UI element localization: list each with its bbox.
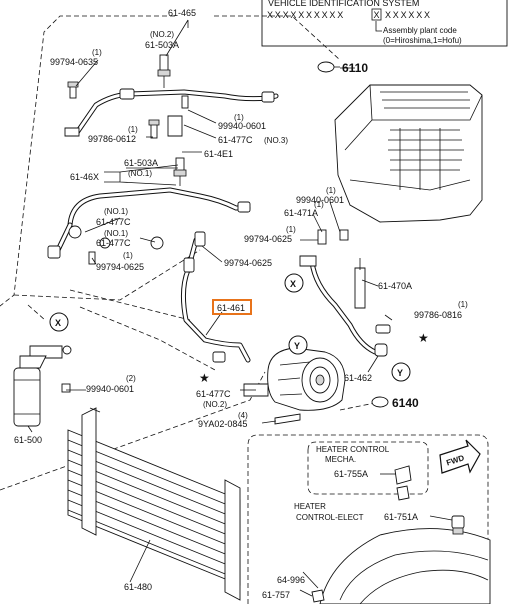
label-61-4e1: 61-4E1 xyxy=(204,149,233,159)
hose-61-465 xyxy=(64,88,279,137)
label-61-462: 61-462 xyxy=(344,373,372,383)
label-61-751a: 61-751A xyxy=(384,512,418,522)
label-61-480: 61-480 xyxy=(124,582,152,592)
hose-61-461 xyxy=(180,231,251,363)
label-99794-0625: 99794-0625 xyxy=(244,234,292,244)
marker-x-circle-right xyxy=(284,273,304,293)
label-61-46x: 61-46X xyxy=(70,172,99,182)
marker-y-circle-right xyxy=(391,362,411,382)
label-61-477c: 61-477C xyxy=(196,389,231,399)
label-9ya02-0845: 9YA02-0845 xyxy=(198,419,247,429)
vin-info-box: VEHICLE IDENTIFICATION SYSTEM XXXXXXXXXX… xyxy=(261,0,508,47)
marker-y-compressor: Y xyxy=(294,341,300,351)
marker-x-left: X xyxy=(55,318,61,328)
label-61-500: 61-500 xyxy=(14,435,42,445)
vin-plant-digit-box xyxy=(371,8,382,21)
marker-y-right: Y xyxy=(397,368,403,378)
label-heater-control: HEATER CONTROL xyxy=(316,445,390,454)
marker-x-circle xyxy=(49,312,69,332)
vin-pattern-right: XXXXXX xyxy=(385,10,432,20)
label-no1: (NO.1) xyxy=(104,207,128,216)
label-61-755a: 61-755A xyxy=(334,469,368,479)
label-61-470a: 61-470A xyxy=(378,281,412,291)
vin-pattern-box: X xyxy=(374,10,380,20)
label-61-477c: 61-477C xyxy=(96,217,131,227)
part-labels: 61-465 (NO.2) 61-503A (1) 99794-0635 (1)… xyxy=(14,8,468,600)
label-control-elect: CONTROL-ELECT xyxy=(296,513,364,522)
label-no1: (NO.1) xyxy=(128,169,152,178)
label-61-503a: 61-503A xyxy=(145,40,179,50)
receiver-drier-61-500 xyxy=(13,345,72,427)
leader-lines xyxy=(27,19,453,597)
label-61-757: 61-757 xyxy=(262,590,290,600)
label-qty: (2) xyxy=(126,374,136,383)
label-64-996: 64-996 xyxy=(277,575,305,585)
label-61-477c: 61-477C xyxy=(218,135,253,145)
marker-y-circle-compressor xyxy=(288,335,308,355)
label-mecha: MECHA. xyxy=(325,455,356,464)
dashboard-heater-control xyxy=(302,465,491,604)
plant-code-label: Assembly plant code xyxy=(383,26,457,35)
fwd-arrow-icon: FWD xyxy=(439,439,481,474)
label-qty: (1) xyxy=(286,225,296,234)
label-qty: (1) xyxy=(458,300,468,309)
label-99794-0635: 99794-0635 xyxy=(50,57,98,67)
label-6140: 6140 xyxy=(392,396,419,410)
plant-code-leader xyxy=(375,21,382,32)
label-no1: (NO.1) xyxy=(104,229,128,238)
condenser-61-480 xyxy=(67,407,241,601)
label-99794-0625: 99794-0625 xyxy=(96,262,144,272)
label-99940-0601: 99940-0601 xyxy=(218,121,266,131)
highlight-box xyxy=(212,299,252,315)
fittings-upper xyxy=(67,54,189,265)
vin-pattern-left: XXXXXXXXXX xyxy=(267,10,345,20)
label-qty: (1) xyxy=(123,251,133,260)
label-61-461: 61-461 xyxy=(217,303,245,313)
label-99786-0816: 99786-0816 xyxy=(414,310,462,320)
plant-code-values: (0=Hiroshima,1=Hofu) xyxy=(383,36,462,45)
label-no2: (NO.2) xyxy=(150,30,174,39)
hose-61-46x xyxy=(47,187,251,259)
label-99786-0612: 99786-0612 xyxy=(88,134,136,144)
label-99940-0601: 99940-0601 xyxy=(296,195,344,205)
compressor-6140 xyxy=(243,347,389,425)
label-6110: 6110 xyxy=(342,61,368,75)
label-61-503a: 61-503A xyxy=(124,158,158,168)
label-no3: (NO.3) xyxy=(264,136,288,145)
label-qty: (1) xyxy=(314,200,324,209)
label-qty: (1) xyxy=(326,186,336,195)
engine-6110 xyxy=(317,61,483,223)
label-61-465: 61-465 xyxy=(168,8,196,18)
star-icon: ★ xyxy=(418,331,429,345)
hose-61-462 xyxy=(299,229,391,357)
label-99794-0625: 99794-0625 xyxy=(224,258,272,268)
vin-title: VEHICLE IDENTIFICATION SYSTEM xyxy=(268,0,419,8)
label-qty: (1) xyxy=(128,125,138,134)
label-99940-0601: 99940-0601 xyxy=(86,384,134,394)
label-61-477c: 61-477C xyxy=(96,238,131,248)
label-qty: (1) xyxy=(234,113,244,122)
label-no2: (NO.2) xyxy=(203,400,227,409)
star-icon: ★ xyxy=(199,371,210,385)
label-qty: (4) xyxy=(238,411,248,420)
reference-markers: X X Y Y ★ ★ xyxy=(49,273,429,385)
marker-x-right: X xyxy=(290,279,296,289)
label-heater: HEATER xyxy=(294,502,326,511)
label-qty: (1) xyxy=(92,48,102,57)
label-61-471a: 61-471A xyxy=(284,208,318,218)
